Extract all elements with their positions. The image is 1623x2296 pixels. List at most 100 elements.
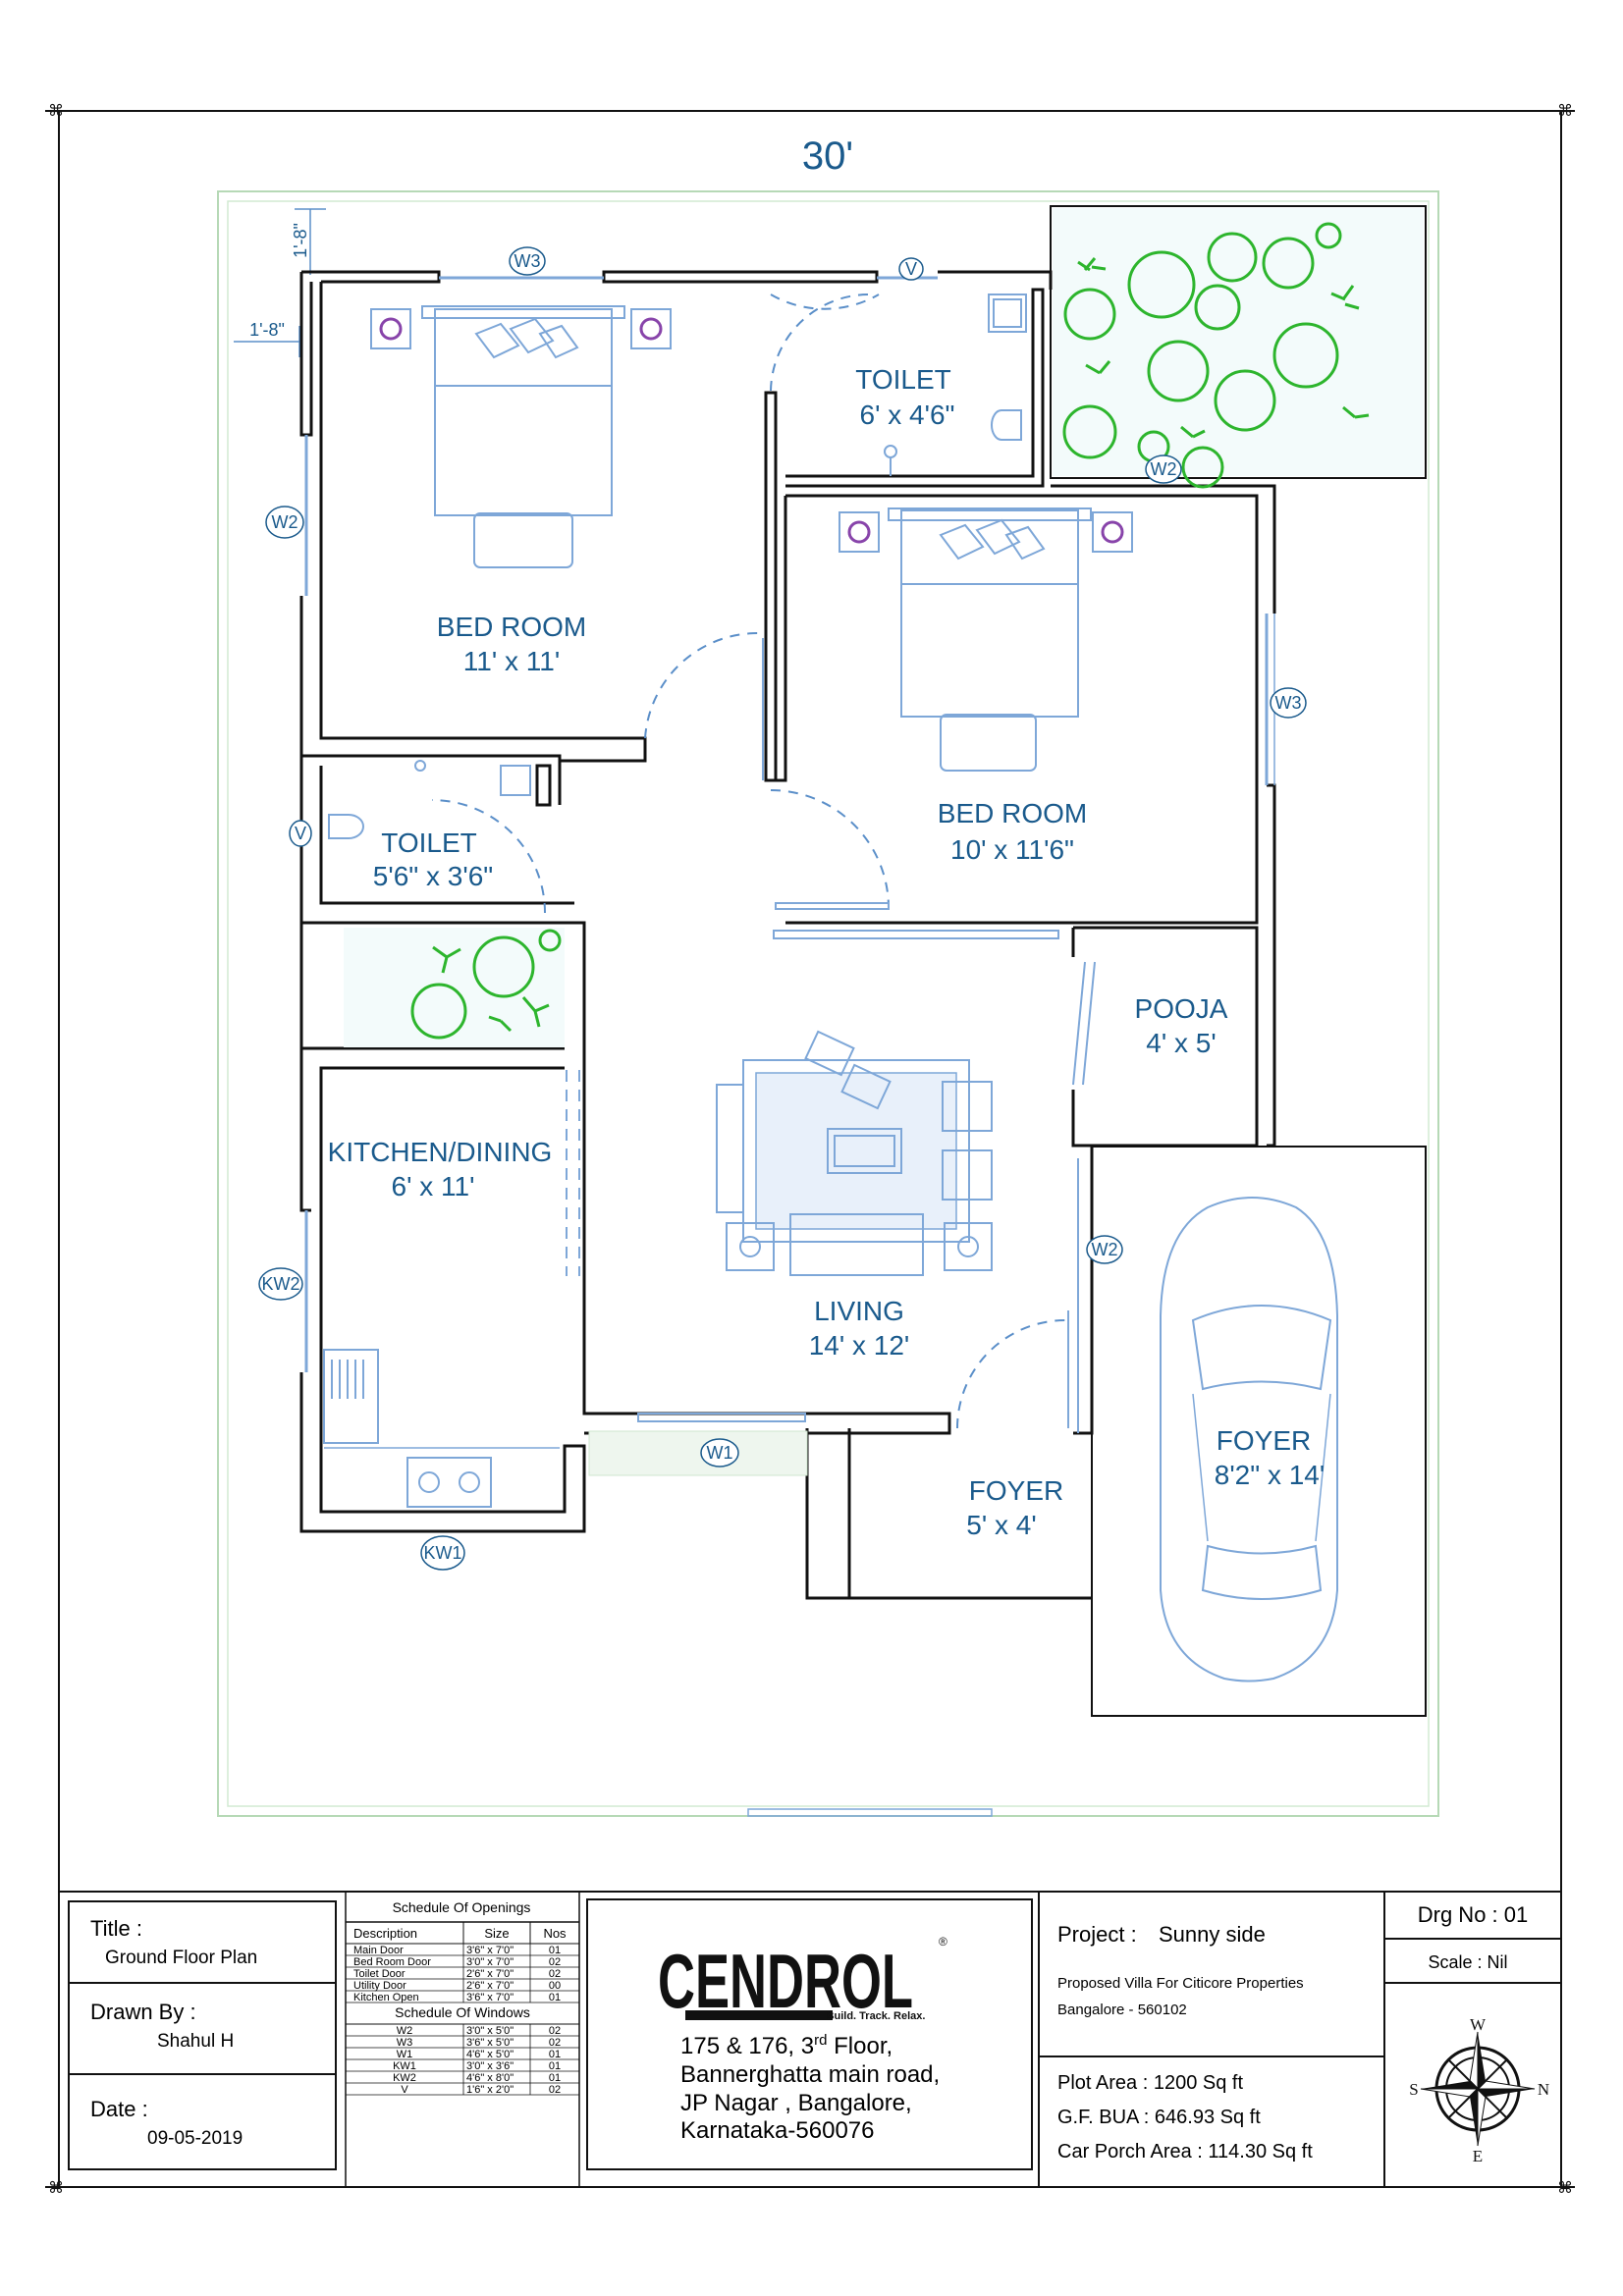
foyer-small-size: 5' x 4' — [966, 1510, 1036, 1540]
company-logo-text: CENDROL — [658, 1938, 913, 2024]
offset-top-dimension: 1'-8" — [291, 223, 310, 258]
tag-w2-living: W2 — [1092, 1240, 1118, 1259]
tag-v-top: V — [905, 259, 917, 279]
offset-left-dimension: 1'-8" — [249, 320, 285, 340]
opening-nos: 00 — [549, 1980, 561, 1992]
compass-left: S — [1409, 2080, 1418, 2099]
window-type: W2 — [397, 2025, 413, 2037]
drawn-by-value: Shahul H — [157, 2031, 234, 2052]
compass-north-top: W — [1470, 2015, 1487, 2034]
window-nos: 01 — [549, 2060, 561, 2072]
tag-v-left: V — [295, 824, 306, 843]
windows-schedule-title: Schedule Of Windows — [395, 2004, 530, 2020]
plot-width-dimension: 30' — [802, 134, 853, 178]
opening-nos: 01 — [549, 1992, 561, 2003]
living-furniture — [716, 1030, 993, 1276]
svg-text:⌘: ⌘ — [1557, 101, 1573, 120]
toilet-fixtures — [328, 294, 1027, 839]
date-value: 09-05-2019 — [147, 2128, 243, 2149]
svg-text:⌘: ⌘ — [48, 101, 64, 120]
project-label: Project : — [1057, 1922, 1137, 1947]
pooja-size: 4' x 5' — [1146, 1028, 1216, 1058]
bed-room-2-name: BED ROOM — [938, 798, 1087, 828]
tag-w1: W1 — [707, 1443, 733, 1463]
foyer-porch-size: 8'2" x 14' — [1215, 1460, 1325, 1490]
toilet-1-size: 6' x 4'6" — [860, 400, 955, 430]
garden-top-right — [1053, 208, 1424, 489]
tag-w3-top: W3 — [514, 251, 541, 271]
tag-w2-garden: W2 — [1151, 459, 1177, 479]
window-nos: 02 — [549, 2025, 561, 2037]
bed-2-furniture — [839, 507, 1133, 772]
window-type: V — [401, 2084, 408, 2096]
gate — [747, 1808, 993, 1817]
opening-desc: Main Door — [353, 1945, 404, 1956]
address-line-3: JP Nagar , Bangalore, — [680, 2090, 912, 2116]
title-label: Title : — [90, 1916, 142, 1941]
window-nos: 02 — [549, 2037, 561, 2049]
opening-size: 2'6" x 7'0" — [466, 1980, 514, 1992]
window-size: 3'0" x 3'6" — [466, 2060, 514, 2072]
opening-tags: W3 V W2 W2 W3 V KW2 W2 W1 KW1 — [258, 246, 1307, 1571]
window-nos: 01 — [549, 2049, 561, 2060]
bed-room-1-name: BED ROOM — [437, 612, 586, 642]
opening-desc: Bed Room Door — [353, 1956, 431, 1968]
foyer-porch-name: FOYER — [1217, 1425, 1311, 1456]
bed-1-furniture — [370, 305, 672, 568]
compass-icon — [1420, 2031, 1536, 2147]
openings-schedule-title: Schedule Of Openings — [393, 1899, 531, 1915]
tag-kw1: KW1 — [423, 1543, 461, 1563]
bed-room-1-size: 11' x 11' — [463, 646, 560, 676]
garden-outline-top — [1050, 205, 1427, 479]
living-name: LIVING — [814, 1296, 904, 1326]
kitchen-size: 6' x 11' — [392, 1171, 475, 1201]
title-block: Title : Ground Floor Plan Drawn By : Sha… — [48, 101, 1573, 2197]
toilet-1-name: TOILET — [855, 364, 951, 395]
bed-room-2-size: 10' x 11'6" — [950, 834, 1074, 865]
svg-text:⌘: ⌘ — [1557, 2178, 1573, 2197]
address-line-1: 175 & 176, 3rd Floor, — [680, 2032, 893, 2059]
pooja-name: POOJA — [1135, 993, 1228, 1024]
kitchen-furniture — [323, 1349, 560, 1508]
scale: Scale : Nil — [1428, 1952, 1507, 1972]
living-size: 14' x 12' — [809, 1330, 910, 1361]
project-description-2: Bangalore - 560102 — [1057, 2002, 1187, 2018]
window-size: 1'6" x 2'0" — [466, 2084, 514, 2096]
window-type: W1 — [397, 2049, 413, 2060]
window-type: KW1 — [393, 2060, 416, 2072]
address-line-4: Karnataka-560076 — [680, 2117, 874, 2144]
svg-text:⌘: ⌘ — [48, 2178, 64, 2197]
garden-left — [344, 928, 565, 1047]
opening-size: 3'0" x 7'0" — [466, 1956, 514, 1968]
compass-bottom: E — [1473, 2147, 1483, 2165]
car-porch-area: Car Porch Area : 114.30 Sq ft — [1057, 2141, 1313, 2163]
window-nos: 02 — [549, 2084, 561, 2096]
window-size: 3'0" x 5'0" — [466, 2025, 514, 2037]
gf-bua: G.F. BUA : 646.93 Sq ft — [1057, 2107, 1261, 2128]
car-porch-outline — [1091, 1146, 1427, 1717]
opening-size: 3'6" x 7'0" — [466, 1945, 514, 1956]
opening-nos: 01 — [549, 1945, 561, 1956]
w1-sill — [588, 1430, 808, 1476]
car-drawing — [1160, 1197, 1338, 1682]
window-size: 4'6" x 5'0" — [466, 2049, 514, 2060]
drawing-number: Drg No : 01 — [1418, 1902, 1529, 1927]
opening-nos: 02 — [549, 1968, 561, 1980]
opening-nos: 02 — [549, 1956, 561, 1968]
window-type: W3 — [397, 2037, 413, 2049]
toilet-2-size: 5'6" x 3'6" — [373, 861, 493, 891]
plot-area: Plot Area : 1200 Sq ft — [1057, 2072, 1243, 2094]
tag-w3-right: W3 — [1275, 693, 1302, 713]
openings-header-0: Description — [353, 1926, 417, 1941]
opening-size: 2'6" x 7'0" — [466, 1968, 514, 1980]
window-nos: 01 — [549, 2072, 561, 2084]
opening-desc: Toilet Door — [353, 1968, 406, 1980]
date-label: Date : — [90, 2097, 148, 2121]
company-tagline: Build. Track. Relax. — [827, 2010, 926, 2022]
compass-right: N — [1538, 2080, 1549, 2099]
tag-kw2: KW2 — [261, 1274, 299, 1294]
kitchen-name: KITCHEN/DINING — [328, 1137, 553, 1167]
opening-desc: Kitchen Open — [353, 1992, 419, 2003]
sheet-border — [58, 110, 1562, 2188]
